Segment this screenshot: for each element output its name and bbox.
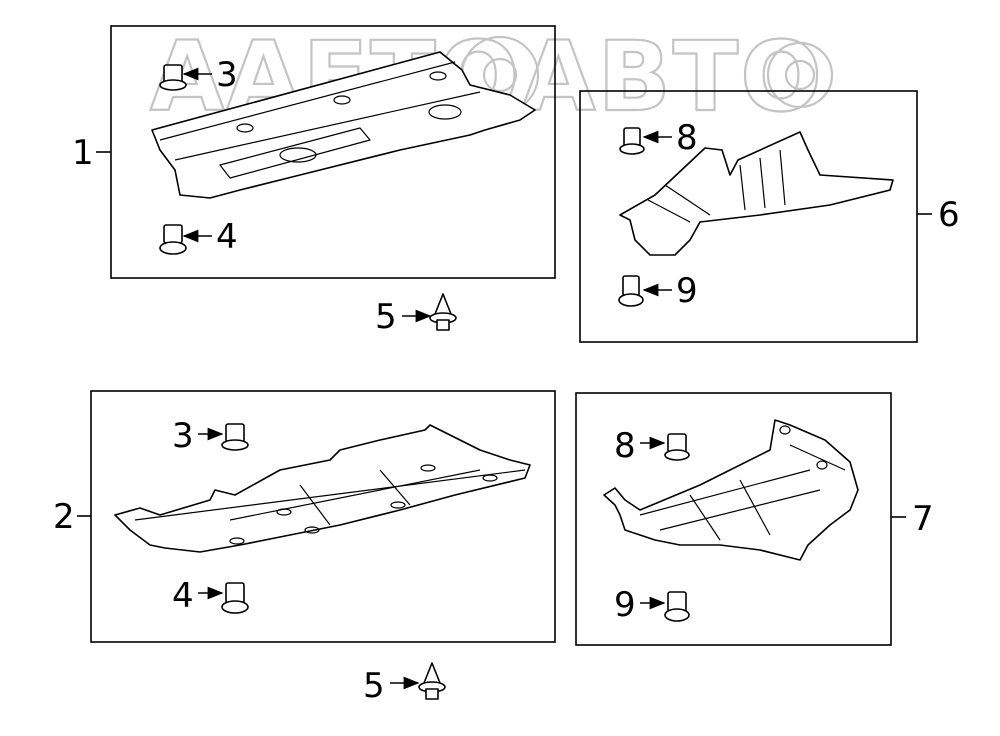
clip-9-icon (664, 591, 690, 622)
callout-9: 9 (614, 585, 636, 625)
callout-2: 2 (53, 497, 75, 537)
clip-8-icon (664, 433, 690, 461)
callout-3: 3 (172, 416, 194, 456)
clip-8-icon (619, 127, 645, 155)
push-clip-5-icon (418, 662, 446, 700)
callout-8: 8 (676, 118, 698, 158)
group-frame-6 (579, 90, 918, 343)
clip-3-icon (221, 423, 249, 451)
push-clip-5-icon (429, 293, 457, 331)
callout-7: 7 (912, 499, 934, 539)
callout-4: 4 (216, 217, 238, 257)
callout-8: 8 (614, 426, 636, 466)
callout-5: 5 (375, 297, 397, 337)
callout-6: 6 (938, 195, 960, 235)
callout-9: 9 (676, 271, 698, 311)
clip-9-icon (618, 275, 644, 307)
group-frame-7 (575, 392, 892, 646)
callout-3: 3 (216, 55, 238, 95)
undercover-panel-2 (114, 424, 531, 553)
callout-4: 4 (172, 576, 194, 616)
clip-4-icon (221, 582, 249, 614)
clip-3-icon (159, 64, 187, 91)
callout-1: 1 (72, 133, 94, 173)
undercover-panel-1 (151, 51, 536, 199)
wheelhouse-liner-7 (603, 419, 859, 561)
callout-5: 5 (363, 666, 385, 706)
wheelhouse-liner-6 (619, 131, 894, 256)
clip-4-icon (159, 224, 187, 255)
